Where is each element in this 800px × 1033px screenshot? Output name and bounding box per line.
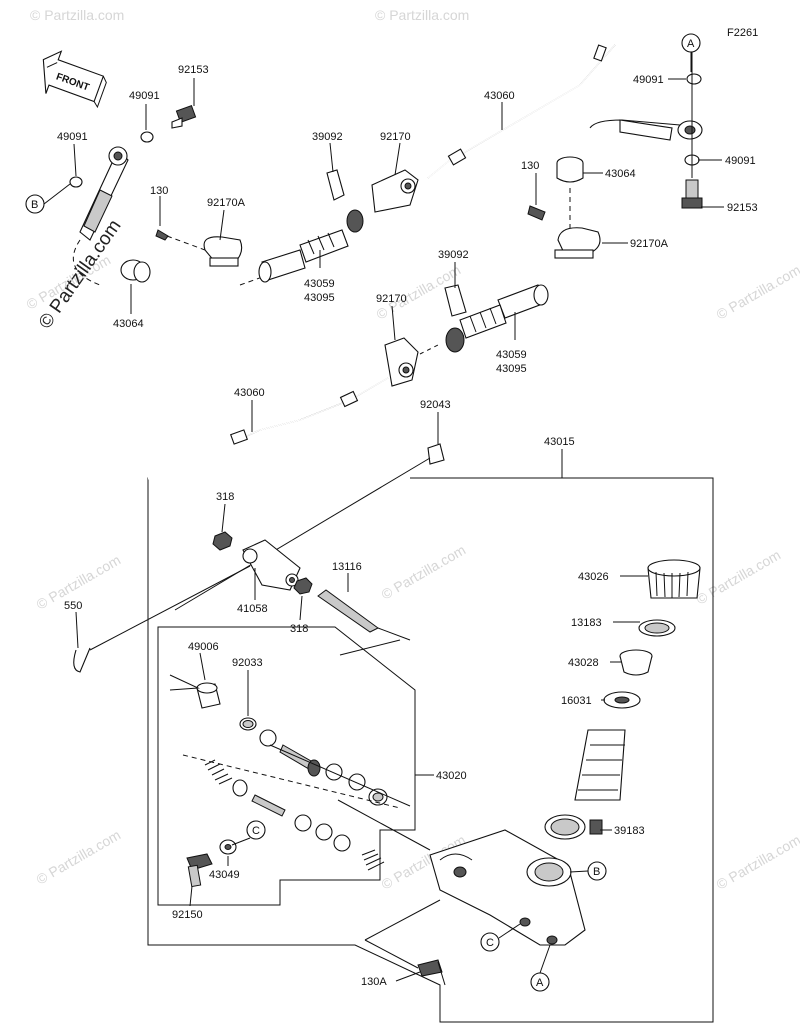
label-130A: 130A (361, 976, 387, 988)
watermark-tile: © Partzilla.com (30, 7, 124, 23)
label-92170A-right: 92170A (630, 238, 669, 250)
part-labels: 92153 49091 49091 130 92170A 43064 39092… (57, 64, 758, 988)
label-39092-mid: 39092 (438, 249, 469, 261)
figure-code: F2261 (727, 27, 758, 39)
watermark-tiles: © Partzilla.com © Partzilla.com © Partzi… (24, 7, 800, 893)
label-49006: 49006 (188, 641, 219, 653)
ref-a-top-right: A (687, 38, 695, 50)
ref-a-body: A (536, 977, 544, 989)
watermark-tile: © Partzilla.com (714, 832, 800, 893)
label-16031: 16031 (561, 695, 592, 707)
label-49091-top-right-1: 49091 (633, 74, 664, 86)
label-43028: 43028 (568, 657, 599, 669)
label-43059-top: 43059 (304, 278, 335, 290)
watermark-tile: © Partzilla.com (34, 827, 124, 888)
label-92170-mid: 92170 (376, 293, 407, 305)
label-49091-top-right-2: 49091 (725, 155, 756, 167)
label-92043: 92043 (420, 399, 451, 411)
label-92170A-left: 92170A (207, 197, 246, 209)
label-49091-top-left-1: 49091 (129, 90, 160, 102)
label-130-left: 130 (150, 185, 168, 197)
ref-c-kit: C (252, 825, 260, 837)
watermark-main: © Partzilla.com (35, 216, 126, 333)
left-slave-cylinder-group (69, 44, 616, 286)
label-43059-mid: 43059 (496, 349, 527, 361)
label-43049: 43049 (209, 869, 240, 881)
label-130-right: 130 (521, 160, 539, 172)
reference-markers: B A C B C A (25, 33, 701, 992)
label-43064-left: 43064 (113, 318, 144, 330)
ref-c-body: C (486, 937, 494, 949)
label-43015: 43015 (544, 436, 575, 448)
watermark-tile: © Partzilla.com (694, 547, 784, 608)
ref-b-body: B (593, 866, 600, 878)
label-43095-top: 43095 (304, 292, 335, 304)
watermark-tile: © Partzilla.com (375, 7, 469, 23)
label-41058: 41058 (237, 603, 268, 615)
label-43020: 43020 (436, 770, 467, 782)
label-13183: 13183 (571, 617, 602, 629)
master-cylinder-frame (147, 449, 714, 1023)
label-318-top: 318 (216, 491, 234, 503)
label-550: 550 (64, 600, 82, 612)
label-13116: 13116 (332, 561, 362, 573)
label-92170-top: 92170 (380, 131, 411, 143)
leader-lines (73, 78, 724, 982)
watermark-tile: © Partzilla.com (379, 542, 469, 603)
label-39183: 39183 (614, 825, 645, 837)
front-arrow: FRONT (42, 50, 107, 109)
label-43060-mid: 43060 (234, 387, 265, 399)
ref-b-top-left: B (31, 199, 38, 211)
label-92033: 92033 (232, 657, 263, 669)
right-hose-group (230, 50, 703, 445)
master-cylinder-parts (73, 443, 701, 986)
label-92153-top-right: 92153 (727, 202, 758, 214)
label-318-bottom: 318 (290, 623, 308, 635)
label-49091-top-left-2: 49091 (57, 131, 88, 143)
label-43060-top: 43060 (484, 90, 515, 102)
label-43095-mid: 43095 (496, 363, 527, 375)
watermark-tile: © Partzilla.com (714, 262, 800, 323)
label-43064-right: 43064 (605, 168, 636, 180)
label-43026: 43026 (578, 571, 609, 583)
label-92153-top-left: 92153 (178, 64, 209, 76)
label-39092-top: 39092 (312, 131, 343, 143)
label-92150: 92150 (172, 909, 203, 921)
